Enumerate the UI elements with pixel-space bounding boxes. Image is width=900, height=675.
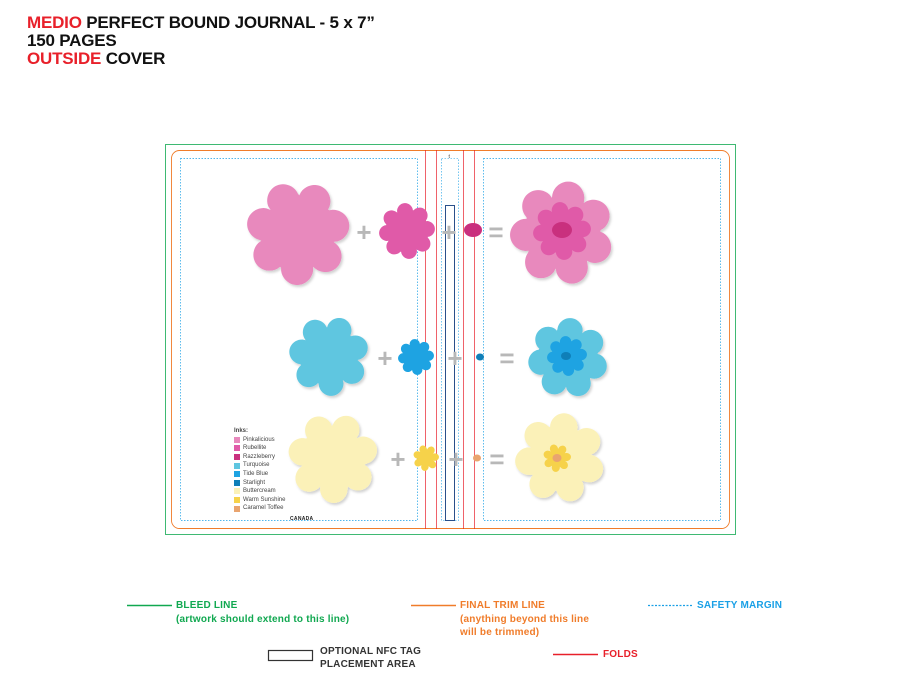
bleed-line <box>165 144 736 535</box>
legend-bleed-note: (artwork should extend to this line) <box>176 614 350 625</box>
yellow-large-flower <box>288 415 378 503</box>
ink-item: Pinkalicious <box>234 436 285 445</box>
ink-list-heading: Inks: <box>234 428 249 434</box>
page-title: MEDIO PERFECT BOUND JOURNAL - 5 x 7” 150… <box>27 14 375 68</box>
title-line-2: 150 PAGES <box>27 31 117 50</box>
yellow-result-center <box>552 454 562 462</box>
equals-operator: = <box>499 343 514 373</box>
ink-name: Starlight <box>243 479 266 486</box>
ink-item: Tide Blue <box>234 470 285 479</box>
canada-label: CANADA <box>290 516 314 522</box>
ink-name: Caramel Toffee <box>243 505 284 512</box>
pink-medium-flower <box>379 203 435 259</box>
flower-illustrations <box>247 181 612 503</box>
blue-large-flower <box>289 317 368 396</box>
spine-mark: t <box>449 154 451 160</box>
yellow-center-dot <box>473 454 481 462</box>
ink-swatch <box>234 471 240 478</box>
title-line-1: MEDIO PERFECT BOUND JOURNAL - 5 x 7” <box>27 14 375 32</box>
ink-item: Starlight <box>234 479 285 488</box>
ink-name: Razzleberry <box>243 453 276 460</box>
ink-swatch <box>234 497 240 504</box>
ink-swatch <box>234 445 240 452</box>
equals-operator: = <box>489 444 504 474</box>
plus-operator: + <box>356 217 371 247</box>
ink-item: Razzleberry <box>234 453 285 462</box>
ink-name: Pinkalicious <box>243 436 275 443</box>
plus-operator: + <box>377 343 392 373</box>
plus-operator: + <box>448 444 463 474</box>
legend-nfc-label-2: PLACEMENT AREA <box>320 659 416 670</box>
safety-margin-front <box>483 158 721 521</box>
ink-item: Turquoise <box>234 461 285 470</box>
title-product: PERFECT BOUND JOURNAL - 5 x 7” <box>81 13 375 32</box>
equals-operator: = <box>488 217 503 247</box>
plus-operator: + <box>390 444 405 474</box>
blue-medium-flower <box>398 339 434 375</box>
ink-swatch <box>234 488 240 495</box>
pink-large-flower <box>247 184 350 285</box>
legend-bleed-label: BLEED LINE <box>176 600 238 611</box>
safety-margin-back <box>180 158 418 521</box>
pink-result-center <box>552 222 572 238</box>
legend-nfc-sample <box>267 649 314 662</box>
blue-result-center <box>561 352 571 360</box>
trim-line <box>171 150 730 529</box>
yellow-medium-flower <box>413 445 439 471</box>
ink-name: Turquoise <box>243 462 270 469</box>
ink-item: Buttercream <box>234 487 285 496</box>
plus-operator: + <box>441 217 456 247</box>
title-outside: OUTSIDE <box>27 49 102 68</box>
ink-name: Tide Blue <box>243 470 269 477</box>
legend-safety-label: SAFETY MARGIN <box>697 600 783 611</box>
ink-item: Caramel Toffee <box>234 504 285 513</box>
ink-item: Rubellite <box>234 444 285 453</box>
pink-center-dot <box>464 223 482 237</box>
ink-swatch <box>234 454 240 461</box>
legend-trim-note-1: (anything beyond this line <box>460 614 590 625</box>
ink-swatch <box>234 436 240 443</box>
title-line-3: OUTSIDE COVER <box>27 50 375 68</box>
legend-trim-note-2: will be trimmed) <box>460 627 540 638</box>
ink-name: Buttercream <box>243 488 276 495</box>
title-cover: COVER <box>101 49 166 68</box>
plus-operator: + <box>447 343 462 373</box>
blue-center-dot <box>476 353 484 361</box>
ink-item: Warm Sunshine <box>234 496 285 505</box>
ink-swatch <box>234 505 240 512</box>
legend-trim-label: FINAL TRIM LINE <box>460 600 546 611</box>
legend-folds-label: FOLDS <box>603 649 638 660</box>
ink-swatch <box>234 462 240 469</box>
equation-operators: + + = + + = + + = <box>356 217 514 474</box>
ink-swatch <box>234 479 240 486</box>
ink-name: Warm Sunshine <box>243 496 286 503</box>
ink-name: Rubellite <box>243 445 267 452</box>
title-medio: MEDIO <box>27 13 82 32</box>
legend-nfc-label-1: OPTIONAL NFC TAG <box>320 646 422 657</box>
nfc-placement-area <box>445 205 455 521</box>
